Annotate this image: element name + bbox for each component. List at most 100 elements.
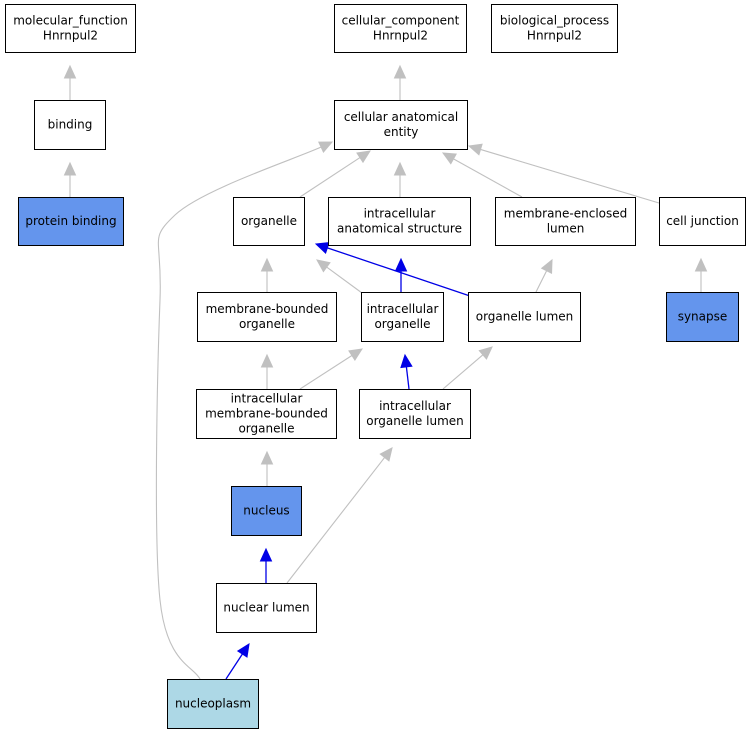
edge-line xyxy=(442,354,484,390)
node-box xyxy=(495,197,636,246)
edge-nuclear-lumen-to-nucleus xyxy=(259,547,273,583)
arrowhead xyxy=(400,353,413,369)
node-label-line: lumen xyxy=(547,222,585,236)
node-nuclear-lumen[interactable]: nuclear lumen xyxy=(216,583,317,633)
node-box xyxy=(328,197,471,246)
node-box xyxy=(334,100,468,150)
edge-organelle-lumen-to-organelle xyxy=(314,242,471,297)
node-organelle-lumen[interactable]: organelle lumen xyxy=(468,292,581,342)
node-label-line: intracellular xyxy=(367,302,439,316)
node-box xyxy=(196,389,337,439)
node-label-line: organelle xyxy=(239,317,295,331)
node-label-line: synapse xyxy=(678,310,728,324)
node-box xyxy=(231,486,302,536)
node-label-line: membrane-bounded xyxy=(205,407,328,421)
node-label-line: intracellular xyxy=(364,207,436,221)
edges-layer xyxy=(63,64,708,680)
arrowhead xyxy=(356,150,372,164)
node-binding[interactable]: binding xyxy=(34,100,106,150)
edge-intracellular-organelle-to-organelle xyxy=(316,259,363,294)
node-label-line: cell junction xyxy=(666,214,739,228)
node-box xyxy=(361,292,444,342)
node-label-line: organelle xyxy=(238,422,294,436)
edge-cell-junction-to-cellular-anatomical-entity xyxy=(467,143,660,204)
node-synapse[interactable]: synapse xyxy=(666,292,739,342)
edge-intracellular-membrane-bounded-organelle-to-intracellular-organelle xyxy=(299,348,364,390)
node-label-line: protein binding xyxy=(25,214,116,228)
edge-binding-to-molecular-function xyxy=(63,64,77,100)
node-box xyxy=(18,197,124,246)
arrowhead xyxy=(348,348,364,362)
node-box xyxy=(359,389,471,439)
node-box xyxy=(491,4,618,53)
node-label-line: organelle xyxy=(374,317,430,331)
node-label-line: nucleus xyxy=(243,504,289,518)
node-label-line: binding xyxy=(48,118,93,132)
arrowhead xyxy=(260,257,274,272)
node-label-line: anatomical structure xyxy=(337,222,462,236)
node-box xyxy=(197,292,337,342)
edge-nucleoplasm-to-cellular-anatomical-entity xyxy=(155,141,334,680)
node-label-line: Hnrnpul2 xyxy=(43,29,98,43)
node-cell-junction[interactable]: cell junction xyxy=(659,197,746,246)
node-label-line: organelle lumen xyxy=(366,414,464,428)
node-protein-binding[interactable]: protein binding xyxy=(18,197,124,246)
node-label-line: intracellular xyxy=(379,399,451,413)
node-label-line: Hnrnpul2 xyxy=(527,29,582,43)
arrowhead xyxy=(467,143,483,156)
edge-intracellular-anatomical-structure-to-cellular-anatomical-entity xyxy=(393,161,407,197)
arrowhead xyxy=(379,447,393,462)
arrowhead xyxy=(316,259,331,273)
node-label-line: biological_process xyxy=(500,14,609,28)
arrowhead xyxy=(63,64,77,79)
node-label-line: entity xyxy=(384,125,419,139)
edge-line xyxy=(327,247,471,297)
edge-nuclear-lumen-to-intracellular-organelle-lumen xyxy=(286,447,393,584)
node-label-line: nuclear lumen xyxy=(223,601,309,615)
node-box xyxy=(5,4,136,53)
arrowhead xyxy=(63,161,77,176)
node-organelle[interactable]: organelle xyxy=(233,197,305,246)
node-nucleoplasm[interactable]: nucleoplasm xyxy=(167,679,259,729)
arrowhead xyxy=(540,258,553,274)
arrowhead xyxy=(236,642,250,658)
node-box xyxy=(216,583,317,633)
edge-line xyxy=(155,146,322,680)
arrowhead xyxy=(318,141,334,153)
edge-line xyxy=(480,148,660,204)
node-box xyxy=(34,100,106,150)
edge-organelle-to-cellular-anatomical-entity xyxy=(299,150,372,198)
node-label-line: cellular anatomical xyxy=(344,110,458,124)
node-label-line: organelle xyxy=(241,214,297,228)
node-label-line: membrane-enclosed xyxy=(504,207,628,221)
edge-organelle-lumen-to-membrane-enclosed-lumen xyxy=(535,258,553,293)
arrowhead xyxy=(394,257,408,272)
node-label-line: nucleoplasm xyxy=(175,697,251,711)
node-box xyxy=(334,4,467,53)
edge-synapse-to-cell-junction xyxy=(694,257,708,292)
node-box xyxy=(666,292,739,342)
arrowhead xyxy=(260,353,274,368)
node-nucleus[interactable]: nucleus xyxy=(231,486,302,536)
edge-protein-binding-to-binding xyxy=(63,161,77,197)
node-label-line: intracellular xyxy=(231,392,303,406)
edge-intracellular-organelle-lumen-to-intracellular-organelle xyxy=(400,353,413,390)
arrowhead xyxy=(441,152,457,165)
arrowhead xyxy=(393,161,407,176)
edge-line xyxy=(405,366,410,390)
node-box xyxy=(167,679,259,729)
arrowhead xyxy=(260,450,274,465)
edge-line xyxy=(299,157,361,198)
